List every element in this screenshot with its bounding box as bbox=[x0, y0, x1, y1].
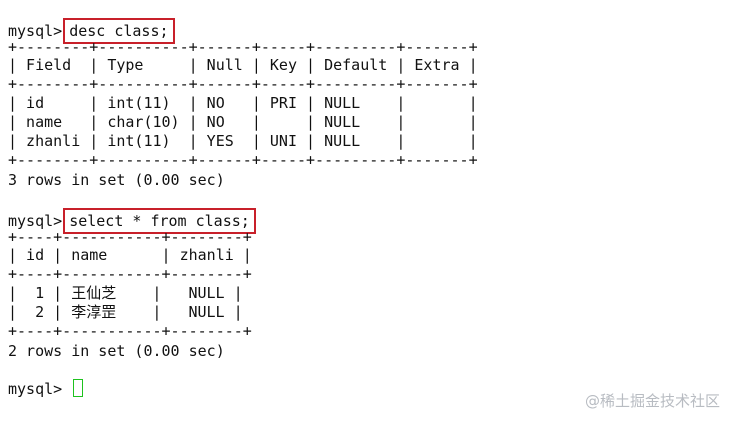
prompt: mysql> bbox=[8, 212, 63, 230]
prompt-line-desc: mysql>desc class; bbox=[8, 18, 175, 44]
select-table-row: | 2 | 李淳罡 | NULL | bbox=[8, 303, 243, 321]
desc-table-line: +--------+----------+------+-----+------… bbox=[8, 38, 478, 56]
desc-table-line: +--------+----------+------+-----+------… bbox=[8, 151, 478, 169]
prompt-line-select: mysql>select * from class; bbox=[8, 208, 256, 234]
desc-table-row: | zhanli | int(11) | YES | UNI | NULL | … bbox=[8, 132, 478, 150]
prompt: mysql> bbox=[8, 380, 63, 398]
prompt: mysql> bbox=[8, 22, 63, 40]
desc-table-row: | id | int(11) | NO | PRI | NULL | | bbox=[8, 94, 478, 112]
watermark: @稀土掘金技术社区 bbox=[584, 392, 720, 410]
desc-summary: 3 rows in set (0.00 sec) bbox=[8, 171, 225, 189]
command-select-highlighted: select * from class; bbox=[63, 208, 256, 234]
select-table-line: +----+-----------+--------+ bbox=[8, 228, 252, 246]
select-summary: 2 rows in set (0.00 sec) bbox=[8, 342, 225, 360]
select-table-row: | 1 | 王仙芝 | NULL | bbox=[8, 284, 243, 302]
select-table-line: +----+-----------+--------+ bbox=[8, 265, 252, 283]
prompt-line-active[interactable]: mysql> bbox=[8, 379, 84, 398]
desc-table-header: | Field | Type | Null | Key | Default | … bbox=[8, 56, 478, 74]
text-cursor-icon bbox=[73, 379, 84, 397]
select-table-line: +----+-----------+--------+ bbox=[8, 322, 252, 340]
select-table-header: | id | name | zhanli | bbox=[8, 246, 252, 264]
desc-table-row: | name | char(10) | NO | | NULL | | bbox=[8, 113, 478, 131]
desc-table-line: +--------+----------+------+-----+------… bbox=[8, 75, 478, 93]
command-desc-highlighted: desc class; bbox=[63, 18, 175, 44]
